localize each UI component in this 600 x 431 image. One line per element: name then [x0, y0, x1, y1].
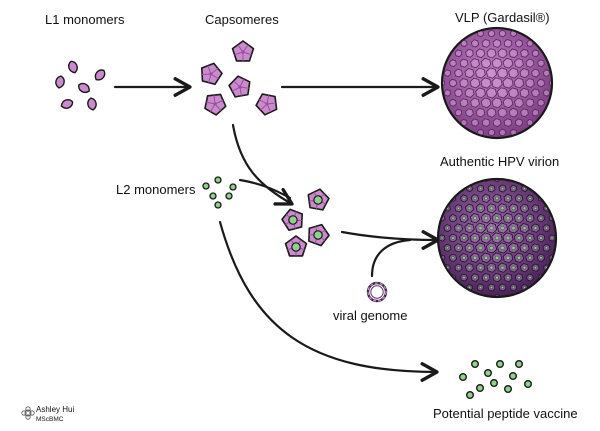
l1-monomer-icon — [68, 60, 78, 74]
l1-l2-complex-icon — [281, 208, 304, 232]
peptide-icon — [476, 384, 485, 393]
label-capsomeres: Capsomeres — [205, 12, 279, 27]
peptide-icon — [504, 385, 513, 394]
capsomere-group — [200, 40, 278, 116]
l2-monomer-group — [202, 176, 237, 209]
capsomere-icon — [255, 93, 278, 116]
l1-monomer-icon — [94, 69, 106, 81]
credit-degree: MScBMC — [36, 416, 64, 423]
peptide-icon — [471, 360, 480, 369]
capsomere-icon — [228, 75, 251, 98]
capsomere-icon — [200, 62, 223, 86]
credit-name: Ashley Hui — [36, 405, 74, 414]
l2-monomer-icon — [202, 182, 210, 190]
l2-monomer-icon — [209, 192, 217, 200]
arrow-capsomeres-to-complex — [231, 123, 294, 206]
l2-monomer-icon — [229, 183, 237, 191]
capsomere-icon — [231, 40, 255, 62]
l1-monomer-icon — [55, 75, 65, 89]
l1-monomer-icon — [60, 99, 74, 109]
peptide-icon — [509, 372, 518, 381]
l2-monomer-icon — [225, 192, 233, 200]
label-vlp: VLP (Gardasil®) — [455, 10, 550, 25]
peptide-icon — [484, 369, 493, 378]
viral-genome-icon — [366, 281, 388, 303]
arrow-l2-to-complex — [238, 178, 292, 200]
peptide-icon — [496, 360, 505, 369]
arrow-complex-to-virion — [340, 230, 440, 250]
peptide-icon — [515, 360, 524, 369]
l1-monomer-icon — [78, 82, 90, 94]
l1-l2-complex-group — [281, 188, 330, 257]
l1-monomer-icon — [87, 97, 97, 111]
peptide-icon — [459, 373, 468, 382]
capsomere-icon — [204, 93, 227, 116]
l2-monomer-icon — [214, 176, 222, 184]
signature-logo-icon — [21, 406, 35, 420]
arrow-l2-to-peptide — [218, 220, 439, 382]
label-viral-genome: viral genome — [333, 308, 407, 323]
arrow-genome-to-virion — [370, 238, 412, 278]
l1-monomer-group — [55, 60, 106, 111]
peptide-icon — [490, 379, 499, 388]
label-peptide-vaccine: Potential peptide vaccine — [433, 406, 578, 421]
label-l2-monomers: L2 monomers — [116, 182, 196, 197]
label-l1-monomers: L1 monomers — [45, 12, 125, 27]
peptide-icon — [466, 391, 475, 400]
l1-l2-complex-icon — [308, 223, 330, 247]
l1-l2-complex-icon — [307, 188, 330, 211]
label-authentic-virion: Authentic HPV virion — [440, 154, 559, 169]
peptide-vaccine-group — [459, 360, 533, 400]
peptide-icon — [524, 380, 533, 389]
l1-l2-complex-icon — [284, 235, 308, 257]
vlp-particle-icon — [440, 26, 554, 140]
hpv-virion-icon — [436, 177, 558, 299]
l2-monomer-icon — [214, 201, 222, 209]
